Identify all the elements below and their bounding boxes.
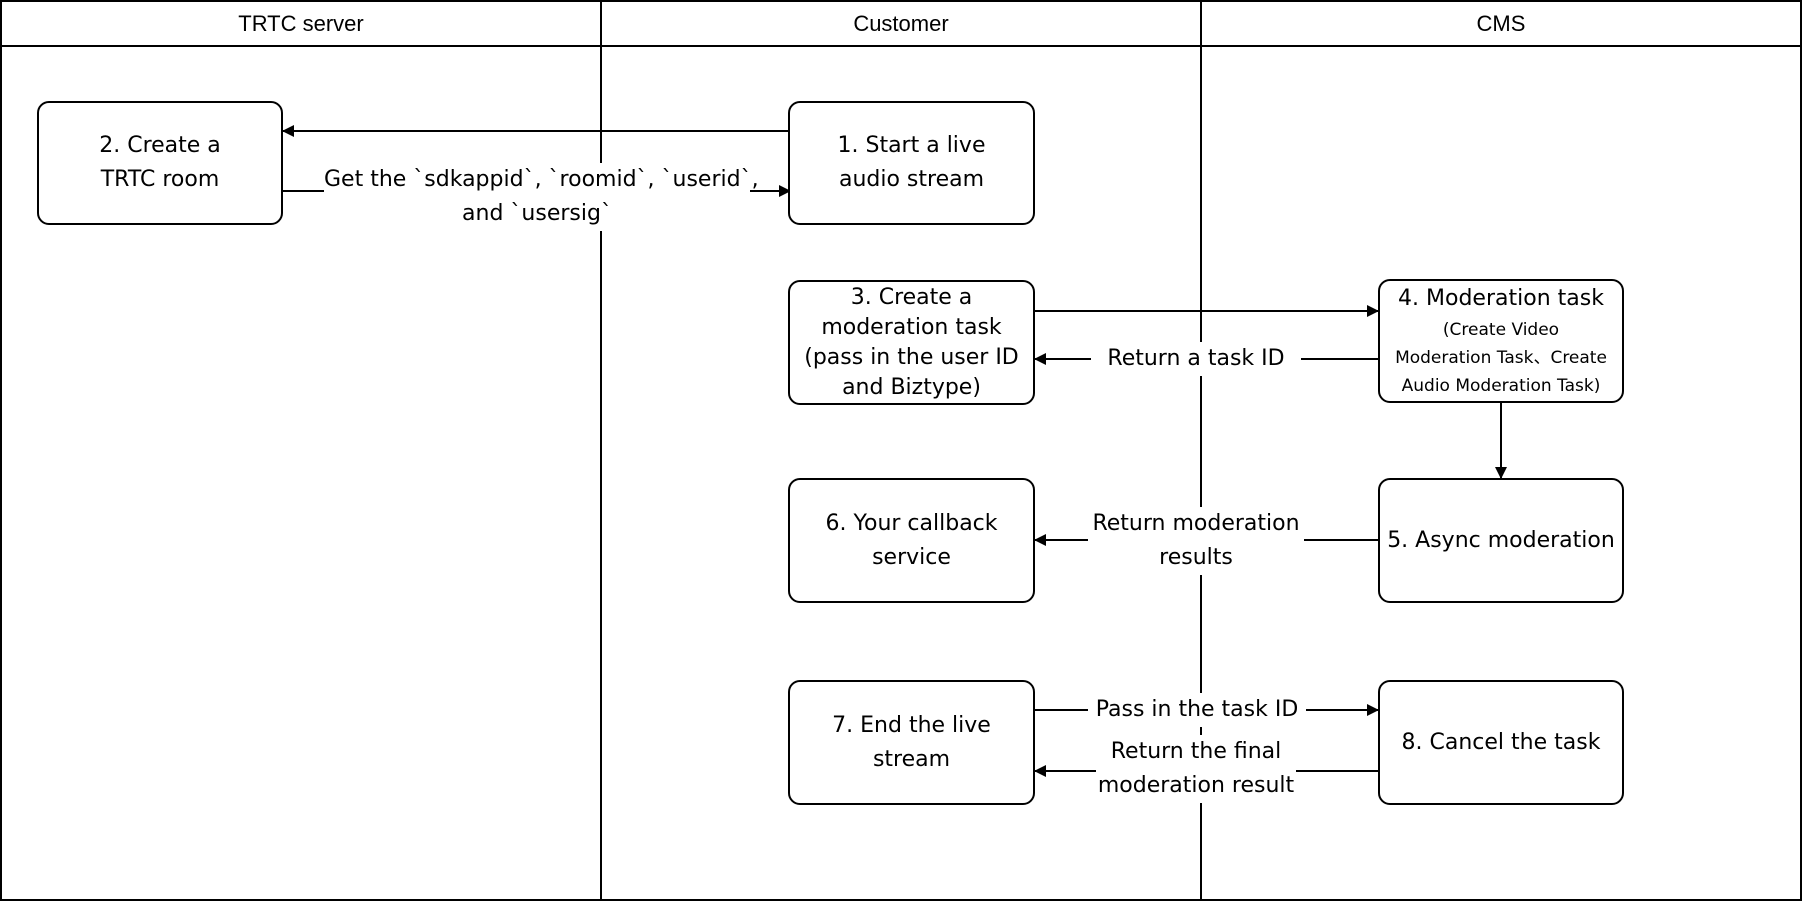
step-4-line-2: (Create Video bbox=[1442, 320, 1560, 340]
step-3-line-2: moderation task bbox=[821, 314, 1002, 340]
step-1-line-1: 1. Start a live bbox=[837, 133, 986, 158]
step-4-moderation-task: 4. Moderation task (Create Video Moderat… bbox=[1378, 279, 1624, 403]
label-return-final-result: Return the final moderation result bbox=[1096, 735, 1296, 803]
label-credentials: Get the `sdkappid`, `roomid`, `userid`, … bbox=[324, 163, 759, 231]
lane-header-cms: CMS bbox=[1476, 11, 1526, 36]
label-return-task-id: Return a task ID bbox=[1091, 342, 1301, 376]
step-5-async-moderation: 5. Async moderation bbox=[1378, 478, 1624, 603]
step-3-line-1: 3. Create a bbox=[850, 284, 973, 310]
label-credentials-line-2: and `usersig` bbox=[462, 201, 612, 226]
label-return-task-id-text: Return a task ID bbox=[1107, 346, 1285, 371]
step-7-line-2: stream bbox=[872, 746, 951, 772]
step-4-line-4: Audio Moderation Task) bbox=[1401, 376, 1601, 396]
lane-header-customer: Customer bbox=[853, 11, 949, 36]
step-3-line-3: (pass in the user ID bbox=[804, 344, 1019, 370]
step-3-create-moderation-task: 3. Create a moderation task (pass in the… bbox=[788, 280, 1035, 405]
step-6-callback-service: 6. Your callback service bbox=[788, 478, 1035, 603]
step-3-line-4: and Biztype) bbox=[842, 374, 981, 400]
label-credentials-line-1: Get the `sdkappid`, `roomid`, `userid`, bbox=[324, 167, 759, 192]
step-7-end-live-stream: 7. End the live stream bbox=[788, 680, 1035, 805]
label-return-final-result-line-1: Return the final bbox=[1110, 739, 1282, 764]
step-6-line-2: service bbox=[872, 544, 951, 570]
step-2-line-2: TRTC room bbox=[100, 167, 220, 192]
step-4-line-1: 4. Moderation task bbox=[1398, 286, 1604, 311]
label-pass-task-id: Pass in the task ID bbox=[1088, 693, 1306, 727]
label-return-results-line-2: results bbox=[1159, 545, 1233, 570]
step-2-create-trtc-room: 2. Create a TRTC room bbox=[37, 101, 283, 225]
step-8-line-1: 8. Cancel the task bbox=[1401, 729, 1601, 755]
lane-header-trtc-server: TRTC server bbox=[238, 11, 364, 36]
step-1-line-2: audio stream bbox=[838, 167, 985, 192]
step-4-line-3: Moderation Task、Create bbox=[1395, 348, 1607, 368]
step-1-start-live-audio: 1. Start a live audio stream bbox=[788, 101, 1035, 225]
step-6-line-1: 6. Your callback bbox=[825, 510, 998, 536]
step-8-cancel-task: 8. Cancel the task bbox=[1378, 680, 1624, 805]
step-2-line-1: 2. Create a bbox=[99, 133, 221, 158]
label-return-final-result-line-2: moderation result bbox=[1097, 773, 1295, 798]
step-7-line-1: 7. End the live bbox=[832, 712, 991, 738]
label-pass-task-id-text: Pass in the task ID bbox=[1095, 697, 1299, 722]
step-5-line-1: 5. Async moderation bbox=[1387, 527, 1615, 553]
label-return-results: Return moderation results bbox=[1088, 507, 1304, 575]
label-return-results-line-1: Return moderation bbox=[1092, 511, 1300, 536]
